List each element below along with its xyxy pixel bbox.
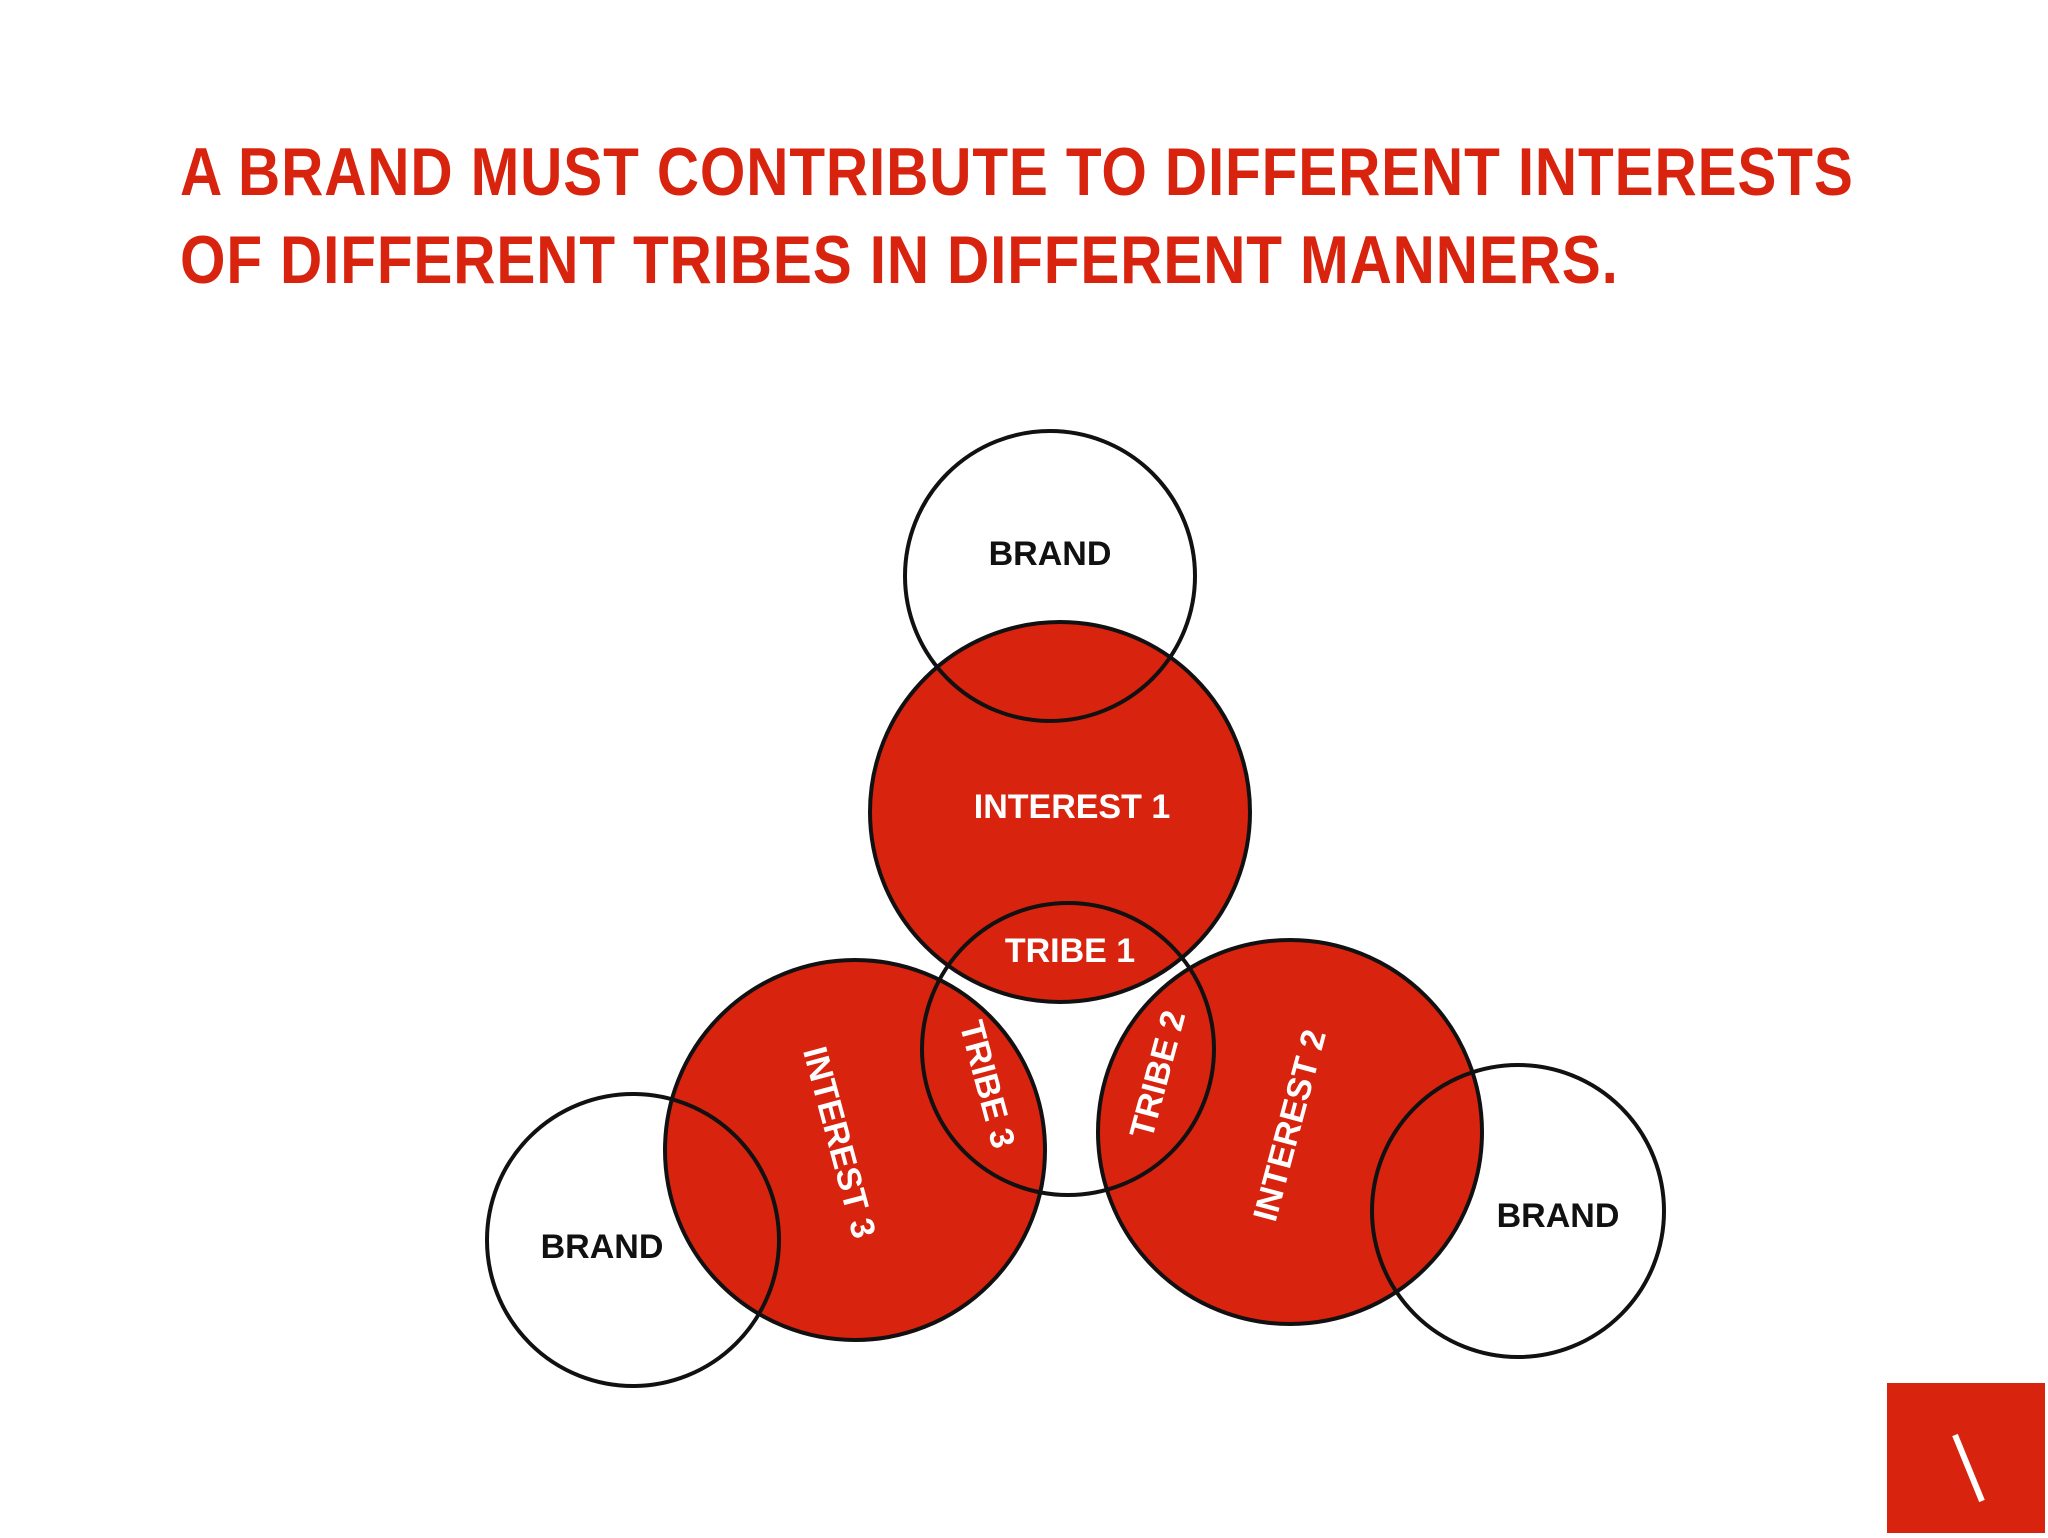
- brand-right-label: BRAND: [1497, 1197, 1620, 1235]
- headline-line-2: OF DIFFERENT TRIBES IN DIFFERENT MANNERS…: [180, 222, 1619, 298]
- brand-top-label: BRAND: [989, 535, 1112, 573]
- brand-top-circle: [903, 429, 1197, 723]
- brand-left-circle: [485, 1092, 781, 1388]
- corner-logo: [1887, 1383, 2045, 1533]
- interest-2-circle: [1096, 938, 1484, 1326]
- interest-3-circle: [663, 958, 1047, 1342]
- page-title: A BRAND MUST CONTRIBUTE TO DIFFERENT INT…: [180, 128, 1854, 304]
- backslash-logo-icon: [1952, 1433, 1985, 1503]
- tribe-1-label: TRIBE 1: [1005, 932, 1135, 970]
- interest-1-label: INTEREST 1: [974, 788, 1170, 826]
- interest-1-circle: [868, 620, 1252, 1004]
- brand-right-circle: [1370, 1063, 1666, 1359]
- tribe-center-circle: [920, 901, 1216, 1197]
- headline-line-1: A BRAND MUST CONTRIBUTE TO DIFFERENT INT…: [180, 134, 1854, 210]
- brand-left-label: BRAND: [541, 1228, 664, 1266]
